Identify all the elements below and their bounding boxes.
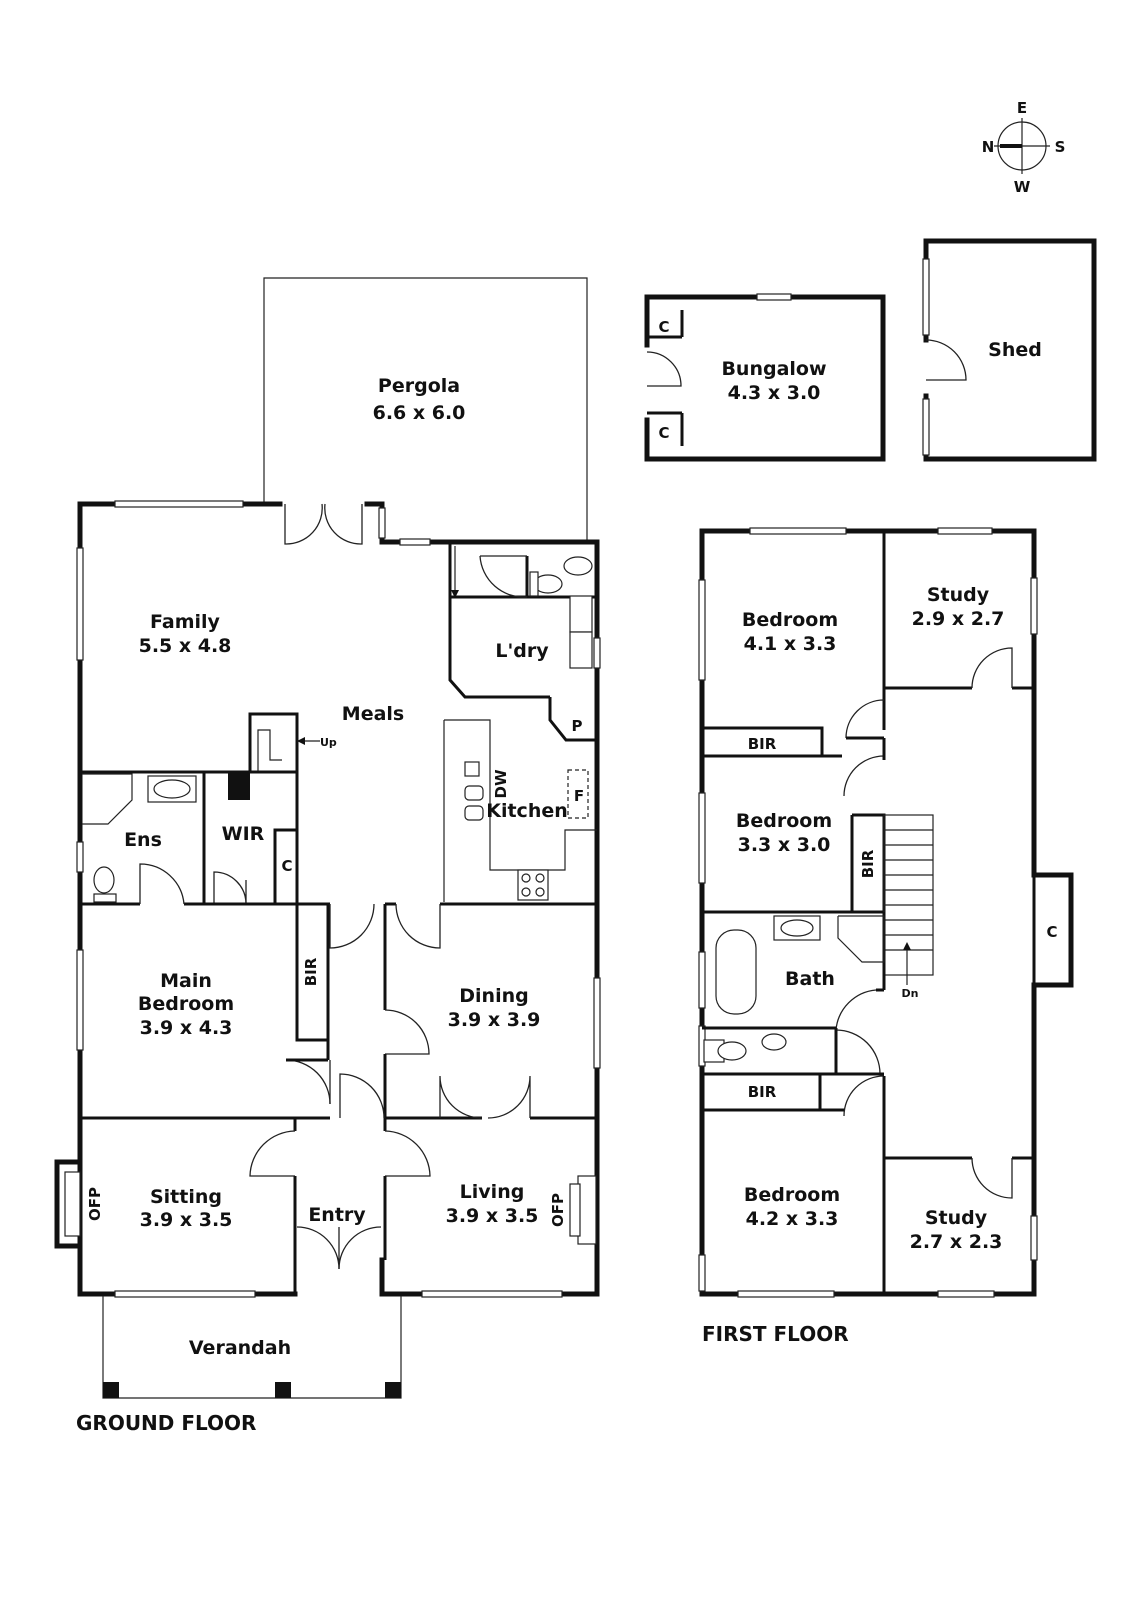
main-bedroom-label-2: Bedroom [138,993,234,1015]
family-dims: 5.5 x 4.8 [139,635,232,657]
pergola-label: Pergola [378,375,460,397]
study1-dims: 2.9 x 2.7 [912,608,1005,630]
stairs-treads [884,829,933,951]
first-floor-title: FIRST FLOOR [702,1322,849,1346]
bedroom3-label: Bedroom [744,1184,840,1206]
first-bir3-label: BIR [748,1083,777,1101]
meals-label: Meals [342,703,404,725]
dining-label: Dining [459,985,528,1007]
main-bir-label: BIR [302,957,320,986]
stairs-up-label: Up [320,736,337,749]
compass-east: E [1017,99,1027,117]
bath-label: Bath [785,968,835,990]
study2-label: Study [925,1207,988,1229]
sitting-ofp: OFP [86,1187,104,1221]
laundry-label: L'dry [495,640,549,662]
living-ofp: OFP [549,1193,567,1227]
pergola-dims: 6.6 x 6.0 [373,402,466,424]
study2-dims: 2.7 x 2.3 [910,1231,1003,1253]
entry-label: Entry [308,1204,366,1226]
living-dims: 3.9 x 3.5 [446,1205,539,1227]
bedroom2-dims: 3.3 x 3.0 [738,834,831,856]
first-floor: C Bedroom 4.1 x 3.3 Study 2.9 x 2.7 BIR [698,527,1074,1346]
first-bir2-label: BIR [859,849,877,878]
sitting-label: Sitting [150,1186,222,1208]
bedroom3-dims: 4.2 x 3.3 [746,1208,839,1230]
study1-label: Study [927,584,990,606]
compass: E N S W [982,99,1066,196]
kitchen-label: Kitchen [486,800,568,822]
pantry-label: P [572,717,583,735]
verandah-label: Verandah [189,1337,291,1359]
ground-floor: Pergola 6.6 x 6.0 OFP L'dry [54,277,601,1435]
verandah-outline [102,1296,402,1399]
living-label: Living [460,1181,525,1203]
bedroom1-dims: 4.1 x 3.3 [744,633,837,655]
pergola-outline [263,277,588,540]
bedroom2-label: Bedroom [736,810,832,832]
compass-west: W [1014,178,1031,196]
compass-north: N [982,138,995,156]
ground-closet-label: C [281,857,292,875]
stairs-dn-label: Dn [902,987,919,1000]
sitting-dims: 3.9 x 3.5 [140,1209,233,1231]
dishwasher-label: DW [492,769,510,798]
dining-dims: 3.9 x 3.9 [448,1009,541,1031]
bedroom1-label: Bedroom [742,609,838,631]
bungalow-closet-1: C [658,318,669,336]
fridge-label: F [574,787,584,805]
main-bedroom-dims: 3.9 x 4.3 [140,1017,233,1039]
compass-south: S [1055,138,1066,156]
bungalow: C C Bungalow 4.3 x 3.0 [644,293,886,462]
bungalow-dims: 4.3 x 3.0 [728,382,821,404]
main-bedroom-label-1: Main [160,970,212,992]
first-closet-label: C [1046,923,1057,941]
wir-label: WIR [222,823,265,845]
ensuite-label: Ens [124,829,162,851]
bungalow-closet-2: C [658,424,669,442]
shed-label: Shed [988,339,1042,361]
shed: Shed [922,238,1097,462]
cooktop [517,869,549,901]
family-label: Family [150,611,221,633]
ground-floor-title: GROUND FLOOR [76,1411,256,1435]
bungalow-label: Bungalow [721,358,826,380]
first-bir1-label: BIR [748,735,777,753]
